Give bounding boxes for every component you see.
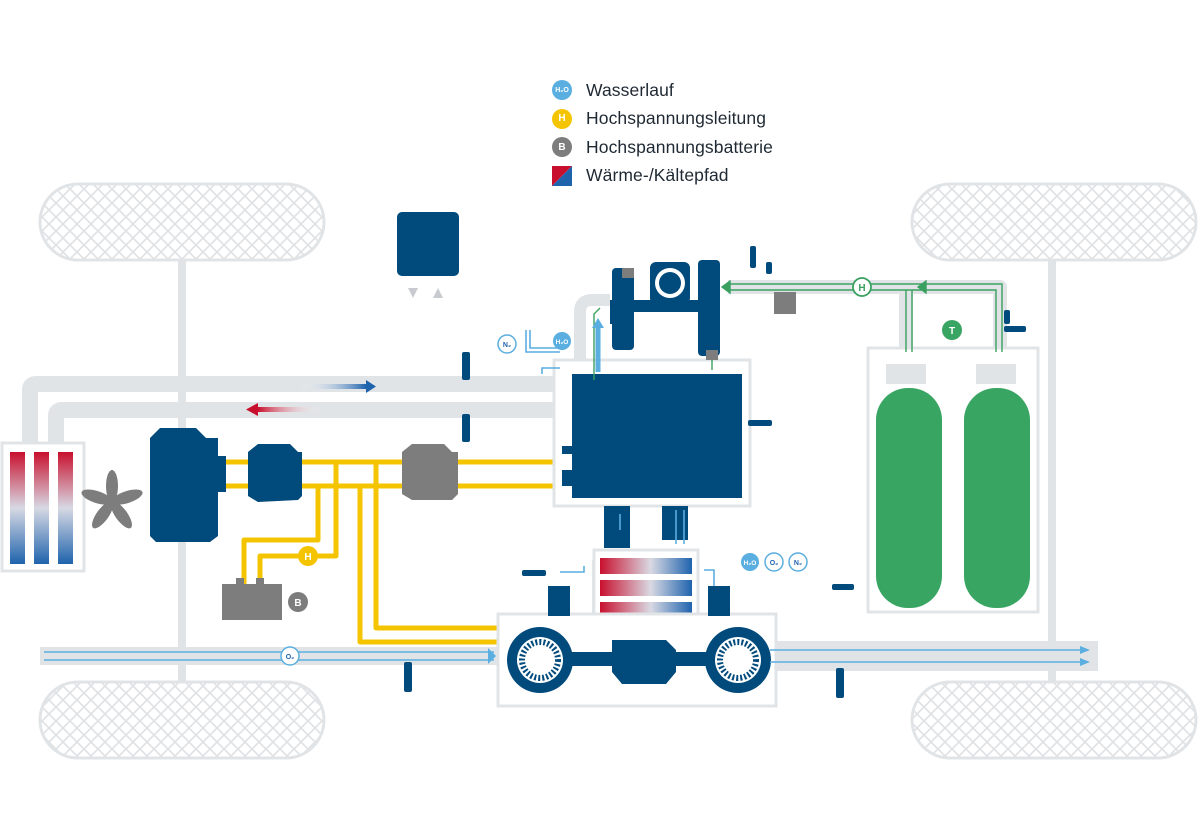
radiator	[0, 441, 86, 573]
thermal-path-icon	[552, 165, 572, 186]
water-badge-icon: H₂O	[552, 80, 572, 101]
legend-item-hv-battery: B Hochspannungsbatterie	[552, 133, 773, 162]
hydrogen-module	[610, 260, 796, 360]
legend-label: Hochspannungsbatterie	[586, 136, 773, 157]
hv-line-badge-icon: H	[552, 108, 572, 129]
svg-text:H₂O: H₂O	[744, 560, 757, 567]
svg-text:T: T	[949, 326, 955, 337]
wheel-front-right	[38, 680, 326, 760]
sensors	[404, 246, 1026, 698]
legend-item-water: H₂O Wasserlauf	[552, 76, 773, 105]
thermal-flow-arrows	[246, 380, 376, 416]
water-air-lines	[44, 318, 1090, 666]
electric-motor	[150, 428, 226, 542]
inverter	[248, 444, 302, 502]
legend-label: Wasserlauf	[586, 79, 674, 100]
svg-text:B: B	[294, 598, 301, 609]
badge-h2o-top: H₂O	[553, 332, 571, 350]
badge-n2-top: N₂	[497, 334, 517, 354]
badge-hydrogen: H	[852, 277, 872, 297]
svg-text:N₂: N₂	[794, 560, 802, 567]
svg-text:O₂: O₂	[770, 560, 779, 567]
dcdc-converter	[402, 444, 458, 500]
coolant-pipes	[22, 280, 1098, 671]
badge-o2-intake: O₂	[280, 646, 300, 666]
badge-n2-exhaust: N₂	[788, 552, 808, 572]
legend-item-hv-line: H Hochspannungsleitung	[552, 105, 773, 134]
legend-label: Hochspannungsleitung	[586, 108, 767, 129]
hydrogen-tanks	[866, 346, 1040, 614]
svg-text:H: H	[304, 552, 311, 563]
hv-battery	[222, 578, 282, 620]
svg-text:O₂: O₂	[286, 654, 295, 661]
badge-h2o-exhaust: H₂O	[741, 553, 759, 571]
badge-hv-line: H	[298, 546, 318, 566]
fan-icon	[81, 470, 143, 529]
battery-badge-icon: B	[552, 137, 572, 158]
badge-o2-exhaust: O₂	[764, 552, 784, 572]
air-compressor	[496, 506, 778, 708]
wheel-front-left	[38, 182, 326, 262]
legend-item-thermal: Wärme-/Kältepfad	[552, 162, 773, 191]
badge-tank: T	[942, 320, 962, 340]
wheel-rear-left	[910, 182, 1198, 262]
svg-text:H₂O: H₂O	[556, 339, 569, 346]
wheels	[38, 182, 1198, 760]
legend: H₂O Wasserlauf H Hochspannungsleitung B …	[552, 76, 773, 190]
legend-label: Wärme-/Kältepfad	[586, 165, 729, 186]
wheel-rear-right	[910, 680, 1198, 760]
fuel-cell-stack	[552, 358, 752, 508]
svg-text:H: H	[858, 283, 865, 294]
hydrogen-line	[593, 279, 1003, 380]
control-unit	[397, 212, 459, 298]
badge-battery: B	[288, 592, 308, 612]
svg-text:N₂: N₂	[503, 342, 511, 349]
